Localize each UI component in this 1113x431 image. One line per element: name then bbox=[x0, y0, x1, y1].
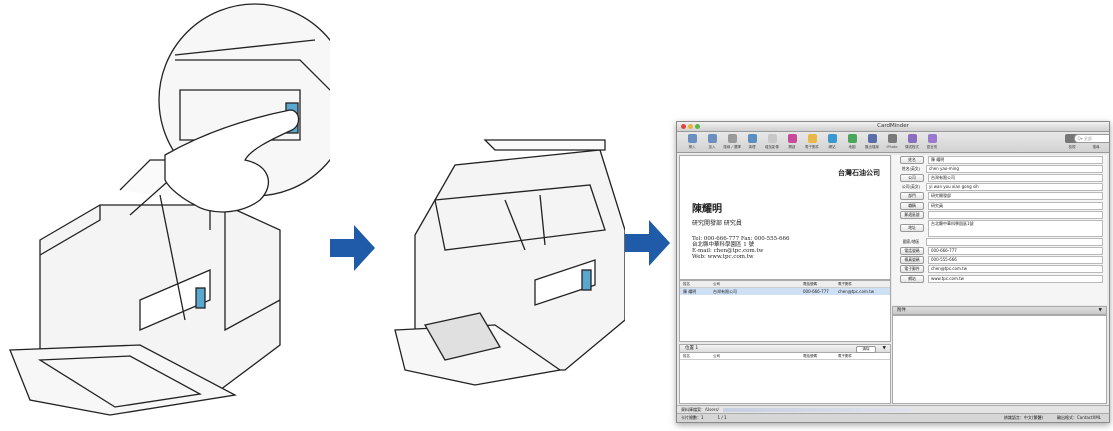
field-label-title[interactable]: 職稱 bbox=[900, 202, 924, 210]
location-list: 位置 1 清除 ▼ 姓名公司電話號碼電子郵件 bbox=[679, 344, 891, 404]
address-field[interactable]: 台北縣中華科學園區1號 bbox=[928, 220, 1103, 237]
scanner-hand-illustration bbox=[0, 0, 330, 431]
card-dept: 研究開發部 研究員 bbox=[692, 218, 742, 227]
toolbar-send-button[interactable]: 傳送程式 bbox=[903, 134, 921, 150]
toolbar-iphoto-button[interactable]: iPhoto bbox=[883, 134, 901, 150]
field-label-website[interactable]: 網站 bbox=[900, 275, 924, 283]
country-field[interactable] bbox=[926, 238, 1103, 246]
cardminder-window: CardMinder 掃入 加入 搜尋 / 選擇 清理 增加影像 開啟 電子郵件… bbox=[676, 121, 1110, 423]
website-field[interactable]: www.tpc.com.tw bbox=[928, 275, 1103, 283]
card-list-header: 姓名公司電話號碼電子郵件 bbox=[680, 281, 890, 288]
field-label-zip[interactable]: 郵遞區號 bbox=[900, 211, 924, 219]
toolbar-image-button[interactable]: 增加影像 bbox=[763, 134, 781, 150]
toolbar-email-button[interactable]: 電子郵件 bbox=[803, 134, 821, 150]
field-label-fax[interactable]: 傳真號碼 bbox=[900, 256, 924, 264]
arrow-right-icon bbox=[625, 220, 670, 266]
email-field[interactable]: chen@tpc.com.tw bbox=[928, 265, 1103, 273]
arrow-right-icon bbox=[330, 225, 375, 271]
field-label-phone[interactable]: 電話號碼 bbox=[900, 247, 924, 255]
toolbar-add-button[interactable]: 加入 bbox=[703, 134, 721, 150]
window-title: CardMinder bbox=[877, 123, 909, 129]
toolbar-search-button[interactable]: 搜尋 / 選擇 bbox=[723, 134, 741, 150]
card-count: 卡片總數：1 bbox=[681, 414, 704, 422]
location-title: 位置 1 bbox=[685, 346, 698, 351]
toolbar-search-field[interactable]: Q▾ 全部 搜尋 bbox=[1087, 134, 1105, 150]
dept-field[interactable]: 研究開發部 bbox=[928, 192, 1103, 200]
notes-label: 附件 bbox=[897, 308, 906, 313]
clear-button[interactable]: 清除 bbox=[856, 346, 876, 353]
field-label-email[interactable]: 電子郵件 bbox=[900, 265, 924, 273]
location-list-header: 姓名公司電話號碼電子郵件 bbox=[680, 353, 890, 360]
field-label-address[interactable]: 地址 bbox=[900, 224, 924, 232]
card-name: 陳耀明 bbox=[692, 200, 722, 215]
title-bar: CardMinder bbox=[677, 122, 1109, 132]
toolbar-scan-button[interactable]: 掃入 bbox=[683, 134, 701, 150]
minimize-icon[interactable] bbox=[688, 124, 693, 129]
page-indicator: 1 / 1 bbox=[718, 414, 727, 422]
ocr-language: 辨識語言：中文(繁體) bbox=[1004, 414, 1043, 422]
card-detail-form: 姓名陳 耀明 姓名(英文) chen yao-ming 公司台灣有限公司 公司(英… bbox=[892, 155, 1107, 305]
status-bar: 卡片總數：1 1 / 1 辨識語言：中文(繁體) 輸出格式：ContactXML bbox=[677, 413, 1109, 422]
name-field[interactable]: 陳 耀明 bbox=[928, 156, 1103, 164]
export-format: 輸出格式：ContactXML bbox=[1057, 414, 1101, 422]
toolbar-web-button[interactable]: 網站 bbox=[823, 134, 841, 150]
zip-field[interactable] bbox=[928, 211, 1103, 219]
card-image-preview: 台灣石油公司 陳耀明 研究開發部 研究員 Tel: 000-666-777 Fa… bbox=[679, 155, 891, 280]
company-en-field[interactable]: yi wan you xian gong sih bbox=[926, 183, 1103, 191]
field-label-company[interactable]: 公司 bbox=[900, 174, 924, 182]
search-input[interactable]: Q▾ 全部 bbox=[1074, 134, 1111, 143]
chevron-down-icon[interactable]: ▼ bbox=[883, 345, 886, 352]
toolbar-map-button[interactable]: 地圖 bbox=[843, 134, 861, 150]
toolbar-open-button[interactable]: 開啟 bbox=[783, 134, 801, 150]
toolbar-export-button[interactable]: 匯出檔案 bbox=[863, 134, 881, 150]
field-label-name-en: 姓名(英文) bbox=[900, 166, 922, 172]
notes-header[interactable]: 附件 ▼ bbox=[892, 306, 1107, 315]
toolbar-clean-button[interactable]: 清理 bbox=[743, 134, 761, 150]
notes-body[interactable] bbox=[892, 315, 1107, 404]
company-field[interactable]: 台灣有限公司 bbox=[928, 174, 1103, 182]
title-field[interactable]: 研究員 bbox=[928, 202, 1103, 210]
field-label-name[interactable]: 姓名 bbox=[900, 156, 924, 164]
database-path-value bbox=[723, 408, 913, 412]
toolbar-language-button[interactable]: 語言別 bbox=[923, 134, 941, 150]
card-company: 台灣石油公司 bbox=[838, 168, 880, 178]
toolbar: 掃入 加入 搜尋 / 選擇 清理 增加影像 開啟 電子郵件 網站 地圖 匯出檔案… bbox=[677, 132, 1109, 153]
fax-field[interactable]: 000-555-666 bbox=[928, 256, 1103, 264]
chevron-down-icon[interactable]: ▼ bbox=[1099, 307, 1102, 314]
field-label-country: 國家/地區 bbox=[900, 239, 922, 245]
zoom-icon[interactable] bbox=[695, 124, 700, 129]
card-contact-lines: Tel: 000-666-777 Fax: 000-555-666 台北縣中華科… bbox=[692, 236, 789, 260]
phone-field[interactable]: 000-666-777 bbox=[928, 247, 1103, 255]
close-icon[interactable] bbox=[681, 124, 686, 129]
field-label-dept[interactable]: 部門 bbox=[900, 192, 924, 200]
name-en-field[interactable]: chen yao-ming bbox=[926, 165, 1103, 173]
scanner-output-illustration bbox=[375, 0, 625, 431]
field-label-company-en: 公司(英文) bbox=[900, 184, 922, 190]
database-path-label: 資料庫檔案：/Users/ bbox=[681, 407, 719, 412]
